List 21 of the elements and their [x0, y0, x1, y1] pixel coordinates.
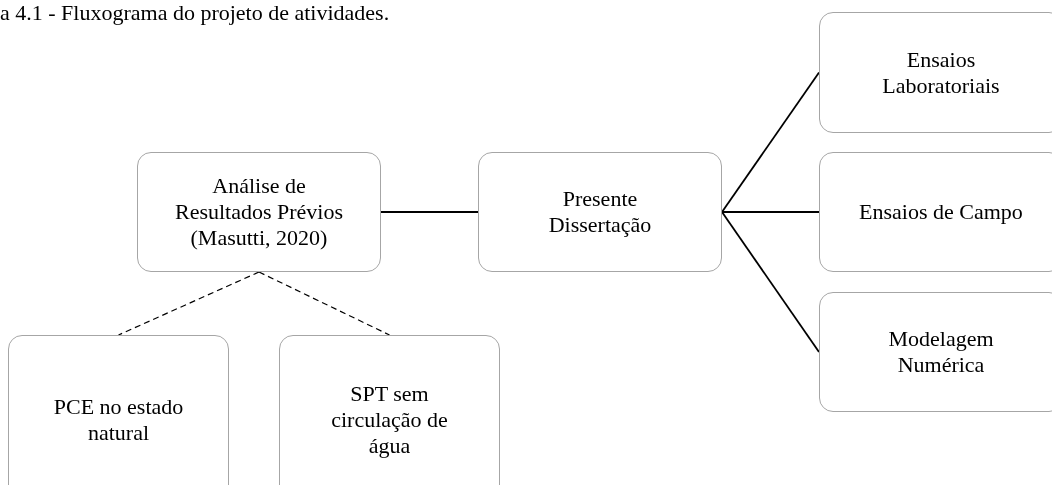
process-box: [8, 335, 229, 485]
process-box: [819, 12, 1052, 133]
figure-title: a 4.1 - Fluxograma do projeto de atividades.: [0, 0, 390, 26]
connector-line: [721, 211, 820, 213]
process-box: [819, 152, 1052, 272]
process-box: [137, 152, 381, 272]
connector-line: [721, 211, 820, 353]
box-label: PCE no estado natural: [52, 394, 185, 446]
connector-line: [117, 271, 260, 336]
connector-line: [258, 271, 391, 336]
connector-line: [721, 71, 820, 213]
process-box: [478, 152, 722, 272]
box-label: Ensaios de Campo: [859, 199, 1023, 225]
box-label: Modelagem Numérica: [887, 326, 995, 378]
box-label: Análise de Resultados Prévios (Masutti, 2020): [173, 173, 345, 251]
box-label: Presente Dissertação: [547, 186, 653, 238]
box-label: SPT sem circulação de água: [330, 381, 449, 459]
process-box: [819, 292, 1052, 412]
connector-line: [380, 211, 479, 213]
process-box: [279, 335, 500, 485]
box-label: Ensaios Laboratoriais: [881, 46, 1001, 99]
